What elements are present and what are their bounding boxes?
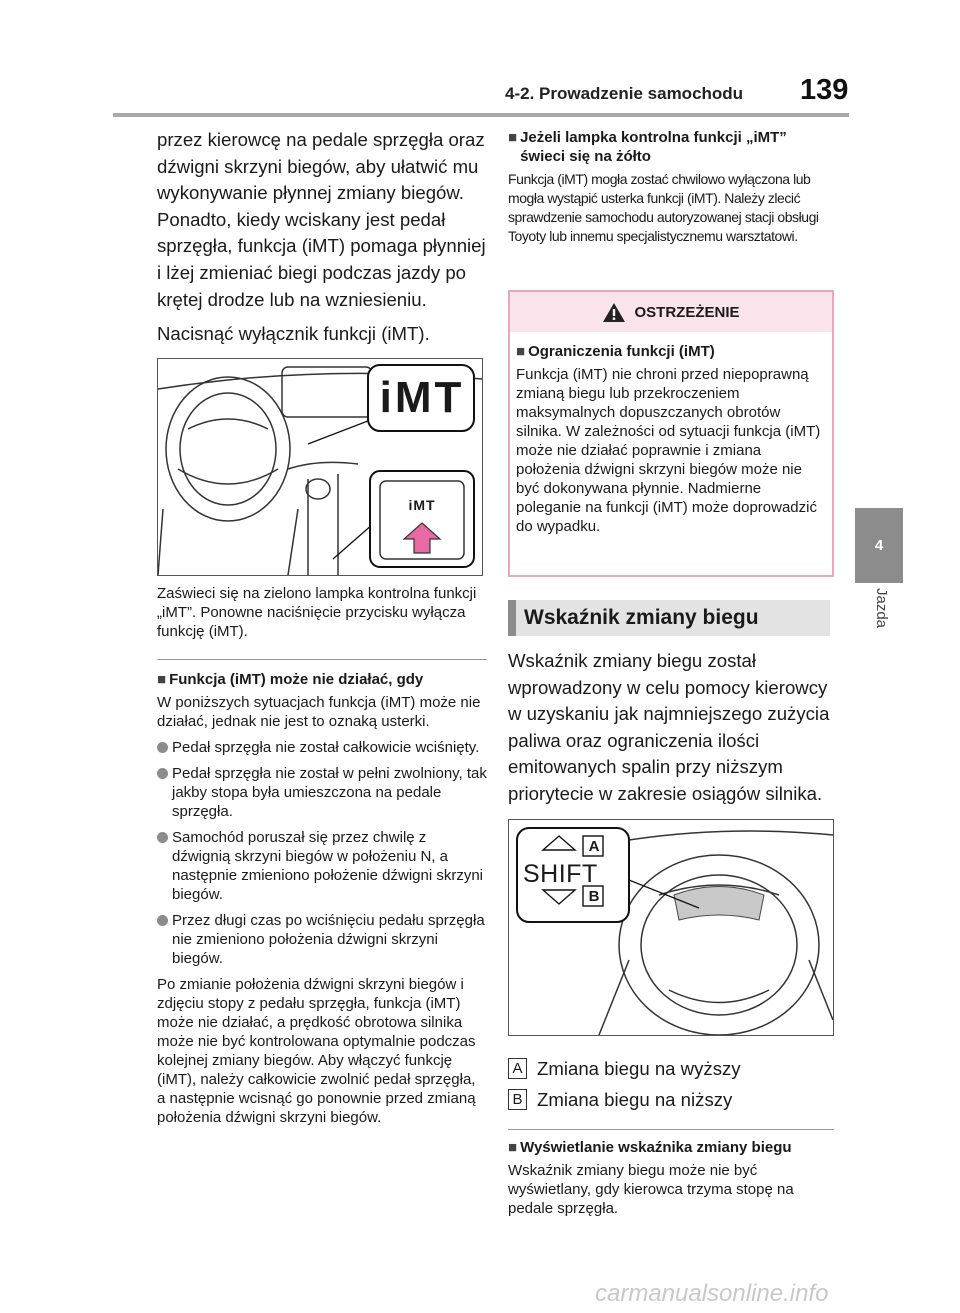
section-heading: 4-2. Prowadzenie samochodu [505, 84, 744, 103]
shift-indicator-figure: SHIFT A B [508, 818, 834, 1036]
press-switch-text: Nacisnąć wyłącznik funkcji (iMT). [157, 323, 430, 345]
legend-divider [508, 1128, 834, 1130]
steering-wheel-illustration-icon [516, 826, 833, 1035]
square-bullet-icon: ■ [508, 129, 518, 146]
imt-button-label: iMT [408, 496, 436, 513]
bullet-dot-icon [157, 831, 168, 843]
imt-switch-figure: iMT iMT [157, 357, 483, 576]
square-bullet-icon: ■ [508, 1138, 518, 1156]
shift-indicator-content: Wskaźnik zmiany biegu został wprowadzony… [508, 648, 834, 1218]
legend-key: A [508, 1058, 527, 1080]
subheading-text: Funkcja (iMT) może nie działać, gdy [169, 670, 424, 688]
right-column-top: ■ Jeżeli lampka kontrolna funkcji „iMT” … [508, 128, 833, 246]
situations-intro: W poniższych sytuacjach funkcja (iMT) mo… [157, 693, 481, 730]
list-item: Przez długi czas po wciśnięciu pedału sp… [157, 911, 487, 968]
section-accent [508, 600, 516, 636]
square-bullet-icon: ■ [157, 670, 167, 688]
label-b: B [588, 887, 600, 905]
legend-text: Zmiana biegu na niższy [537, 1088, 733, 1110]
subheading-imt-may-not-work: ■ Funkcja (iMT) może nie działać, gdy [157, 670, 487, 689]
caption-divider [157, 658, 487, 660]
bullet-dot-icon [157, 914, 168, 926]
dashboard-illustration-icon [158, 363, 482, 575]
closing-paragraph: Po zmianie położenia dźwigni skrzyni bie… [157, 975, 476, 1126]
watermark: carmanualsonline.info [595, 1280, 829, 1307]
section-paragraph: Wskaźnik zmiany biegu został wprowadzony… [508, 650, 830, 804]
subheading-text: Jeżeli lampka kontrolna funkcji „iMT” św… [520, 129, 787, 165]
imt-callout-label: iMT [379, 372, 465, 422]
shift-label: SHIFT [523, 859, 598, 888]
header-divider [113, 113, 849, 117]
subheading-shift-display: ■ Wyświetlanie wskaźnika zmiany biegu [508, 1138, 834, 1157]
section-title-bar: Wskaźnik zmiany biegu [508, 600, 830, 636]
yellow-lamp-text: Funkcja (iMT) mogła zostać chwilowo wyłą… [508, 171, 819, 244]
legend-key: B [508, 1089, 527, 1111]
subheading-text: Ograniczenia funkcji (iMT) [528, 343, 715, 360]
section-title: Wskaźnik zmiany biegu [524, 606, 759, 629]
label-a: A [588, 837, 600, 855]
subheading-yellow-lamp: ■ Jeżeli lampka kontrolna funkcji „iMT” … [508, 128, 833, 166]
list-item: Pedał sprzęgła nie został w pełni zwolni… [157, 764, 487, 821]
legend-item-a: A Zmiana biegu na wyższy [508, 1058, 834, 1080]
square-bullet-icon: ■ [516, 343, 526, 360]
chapter-name: Jazda [873, 588, 890, 629]
warning-triangle-icon [603, 302, 626, 322]
page-number: 139 [800, 74, 849, 106]
legend-item-b: B Zmiana biegu na niższy [508, 1089, 834, 1111]
figure-caption: Zaświeci się na zielono lampka kontrolna… [157, 584, 477, 640]
chapter-label: Jazda [862, 588, 896, 648]
list-item: Samochód poruszał się przez chwilę z dźw… [157, 828, 487, 904]
list-item: Pedał sprzęgła nie został całkowicie wci… [157, 738, 487, 757]
bullet-dot-icon [157, 741, 168, 753]
left-column: przez kierowcę na pedale sprzęgła oraz d… [157, 127, 487, 1127]
warning-header: OSTRZEŻENIE [510, 292, 832, 332]
warning-text: Funkcja (iMT) nie chroni przed niepopraw… [516, 366, 821, 535]
warning-box: OSTRZEŻENIE ■ Ograniczenia funkcji (iMT)… [508, 290, 834, 577]
shift-display-text: Wskaźnik zmiany biegu może nie być wyświ… [508, 1161, 794, 1217]
bullet-dot-icon [157, 767, 168, 779]
legend-text: Zmiana biegu na wyższy [537, 1057, 741, 1079]
warning-subheading: ■ Ograniczenia funkcji (iMT) [516, 342, 826, 361]
subheading-text: Wyświetlanie wskaźnika zmiany biegu [520, 1138, 792, 1156]
warning-title: OSTRZEŻENIE [634, 303, 740, 321]
chapter-tab[interactable]: 4 [855, 508, 903, 583]
intro-paragraph: przez kierowcę na pedale sprzęgła oraz d… [157, 129, 486, 310]
